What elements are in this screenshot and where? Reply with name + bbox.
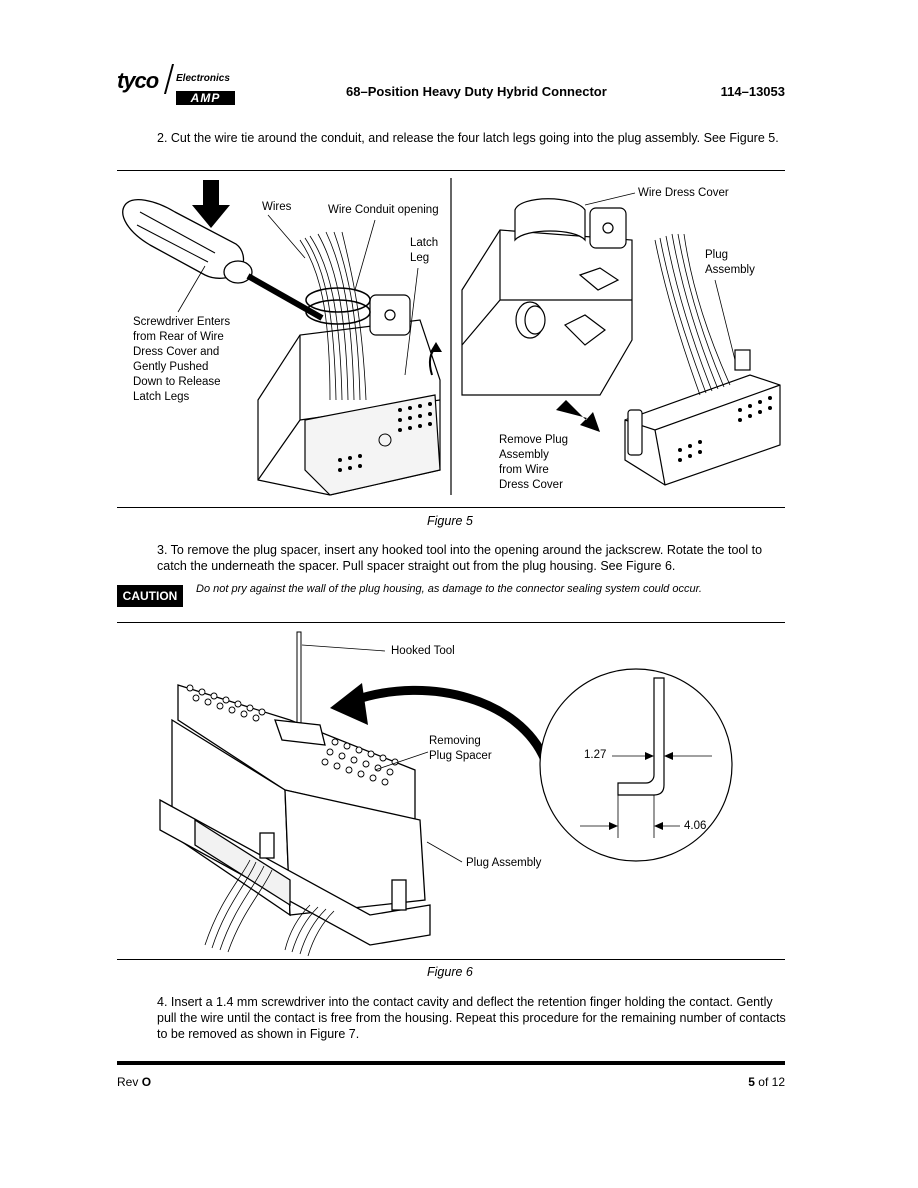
label-plug-spacer: Plug Spacer: [429, 750, 492, 762]
document-title: 68–Position Heavy Duty Hybrid Connector: [346, 84, 607, 99]
label-remove-plug-assembly: Remove Plug Assembly from Wire Dress Cov…: [499, 434, 569, 491]
label-plug-assembly: Plug Assembly: [466, 857, 542, 869]
revision-label: Rev: [117, 1075, 139, 1089]
figure5-bottom-rule: [117, 507, 785, 508]
step-2-text: 2. Cut the wire tie around the conduit, …: [157, 131, 779, 145]
label-screwdriver-instructions: Screwdriver Enters from Rear of Wire Dre…: [133, 316, 231, 403]
tyco-logo: tyco: [117, 68, 159, 93]
electronics-logo-text: Electronics: [176, 73, 230, 84]
dimension-4-06: 4.06: [684, 820, 707, 832]
page-number: 5 of 12: [748, 1075, 785, 1089]
footer-rule: [117, 1061, 785, 1065]
amp-logo: AMP: [176, 91, 235, 105]
figure6-top-rule: [117, 622, 785, 623]
label-wire-conduit-opening: Wire Conduit opening: [328, 204, 439, 216]
revision: Rev O: [117, 1075, 151, 1089]
caution-badge: CAUTION: [117, 585, 183, 607]
document-number: 114–13053: [720, 84, 785, 99]
label-plug: Plug: [705, 249, 729, 261]
label-wires: Wires: [262, 201, 292, 213]
figure5-top-rule: [117, 170, 785, 171]
figure6-bottom-rule: [117, 959, 785, 960]
label-removing: Removing: [429, 735, 481, 747]
dimension-1-27: 1.27: [584, 749, 607, 761]
figure6-caption: Figure 6: [427, 965, 473, 979]
page-total: of 12: [758, 1075, 785, 1089]
revision-value: O: [141, 1075, 152, 1089]
label-leg: Leg: [410, 252, 430, 264]
step-3-text: 3. To remove the plug spacer, insert any…: [157, 543, 763, 573]
page-current: 5: [748, 1075, 755, 1089]
label-assembly: Assembly: [705, 264, 755, 276]
caution-text: Do not pry against the wall of the plug …: [196, 583, 702, 595]
step-4-text: 4. Insert a 1.4 mm screwdriver into the …: [157, 995, 786, 1041]
figure5-caption: Figure 5: [427, 514, 473, 528]
label-latch: Latch: [410, 237, 439, 249]
label-wire-dress-cover: Wire Dress Cover: [638, 187, 729, 199]
label-hooked-tool: Hooked Tool: [391, 645, 455, 657]
